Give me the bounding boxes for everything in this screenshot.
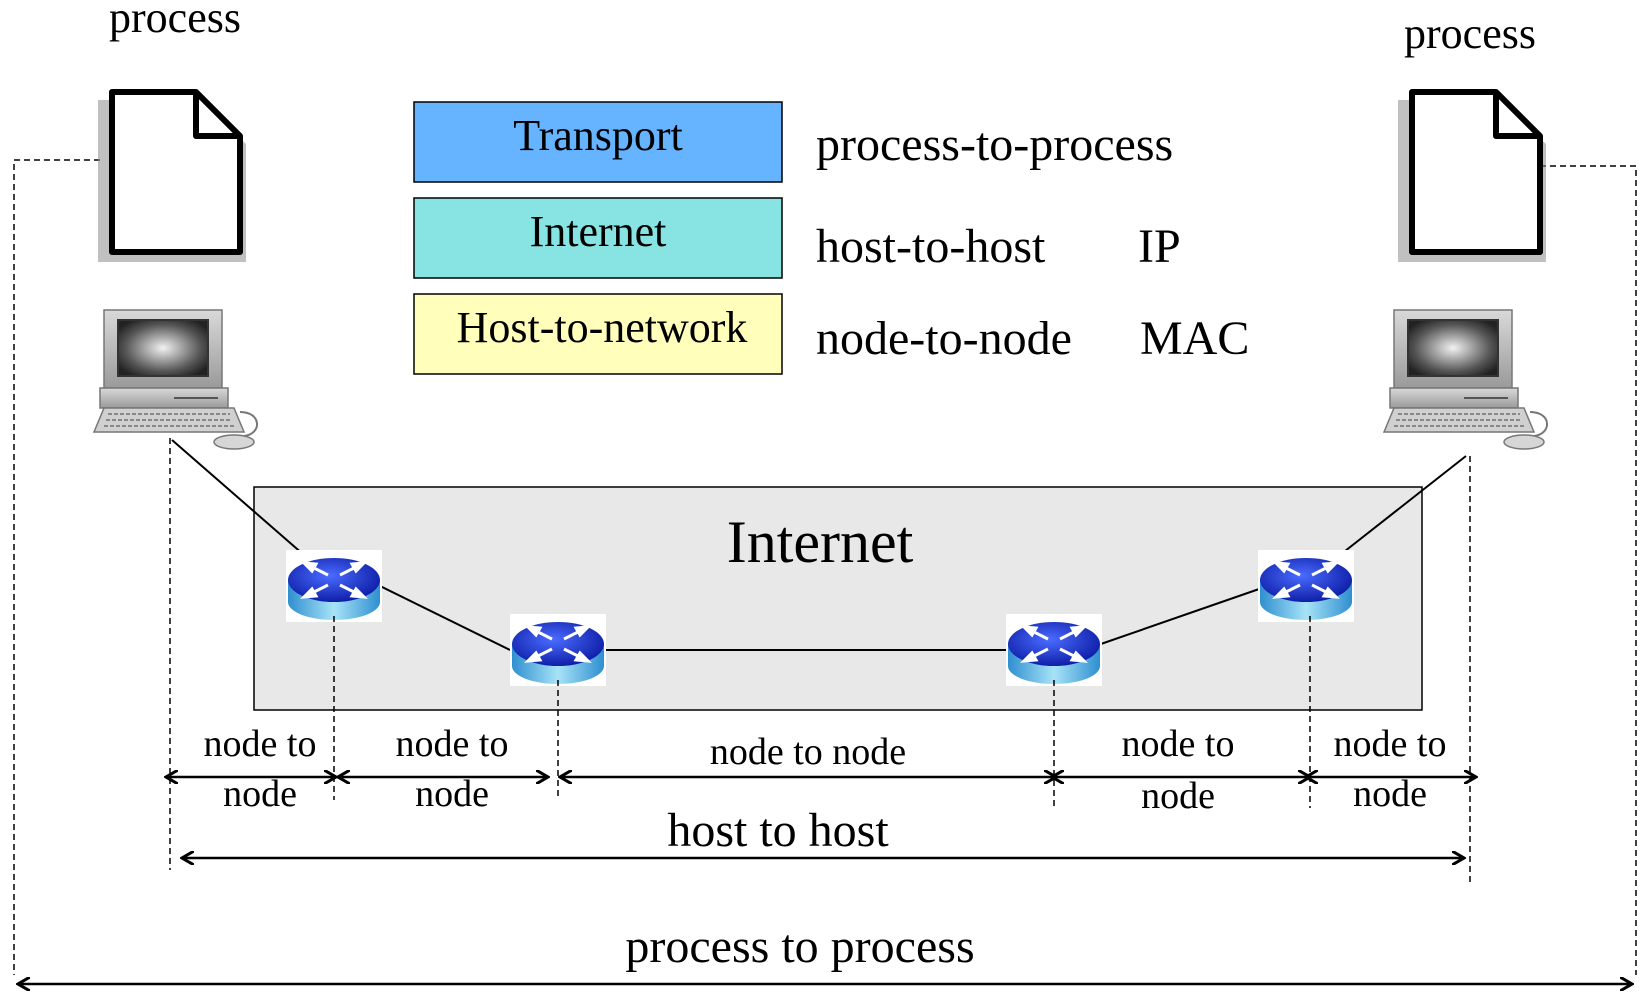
process-label-right: process (1404, 9, 1536, 58)
layer-table: Transport Internet Host-to-network proce… (413, 101, 1249, 375)
span-label-1-line1: node to (204, 723, 317, 765)
computer-icon-left (93, 309, 259, 450)
span-label-2-line1: node to (396, 723, 509, 765)
layer-scope-internet: host-to-host (816, 220, 1046, 273)
document-icon-right (1398, 92, 1546, 262)
computer-icon-right (1383, 309, 1549, 450)
internet-cloud-box (253, 486, 1423, 711)
document-icon-left (98, 92, 246, 262)
router-icon-3 (1004, 612, 1104, 688)
layer-box-transport (413, 101, 783, 183)
internet-cloud-label: Internet (727, 509, 914, 575)
layer-box-host-to-network (413, 293, 783, 375)
layer-name-internet: Internet (530, 207, 667, 256)
process-label-left: process (109, 0, 241, 42)
process-boundary-left (13, 159, 100, 975)
process-to-process-label: process to process (625, 920, 974, 973)
link-router3-router4 (1097, 587, 1263, 646)
span-label-4-line2: node (1141, 775, 1215, 817)
layer-protocol-internet: IP (1138, 220, 1181, 273)
span-label-1-line2: node (223, 773, 297, 815)
router-icon-4 (1256, 548, 1356, 624)
span-label-4-line1: node to (1122, 723, 1235, 765)
link-router4-host-right (1339, 455, 1467, 556)
process-boundary-right (1540, 165, 1637, 975)
layer-box-internet (413, 197, 783, 279)
link-router1-router2 (379, 585, 511, 651)
link-host-left-router1 (171, 439, 305, 556)
layer-scope-host-to-network: node-to-node (816, 312, 1072, 365)
host-to-host-label: host to host (667, 804, 889, 857)
layer-name-transport: Transport (513, 111, 683, 160)
layer-name-host-to-network: Host-to-network (457, 303, 748, 352)
router-icon-2 (508, 612, 608, 688)
span-label-2-line2: node (415, 773, 489, 815)
span-label-5-line2: node (1353, 773, 1427, 815)
span-label-3: node to node (710, 731, 906, 773)
network-links (171, 439, 1467, 651)
router-icon-1 (284, 548, 384, 624)
span-label-5-line1: node to (1334, 723, 1447, 765)
layer-protocol-host-to-network: MAC (1140, 312, 1249, 365)
layer-scope-transport: process-to-process (816, 118, 1173, 171)
